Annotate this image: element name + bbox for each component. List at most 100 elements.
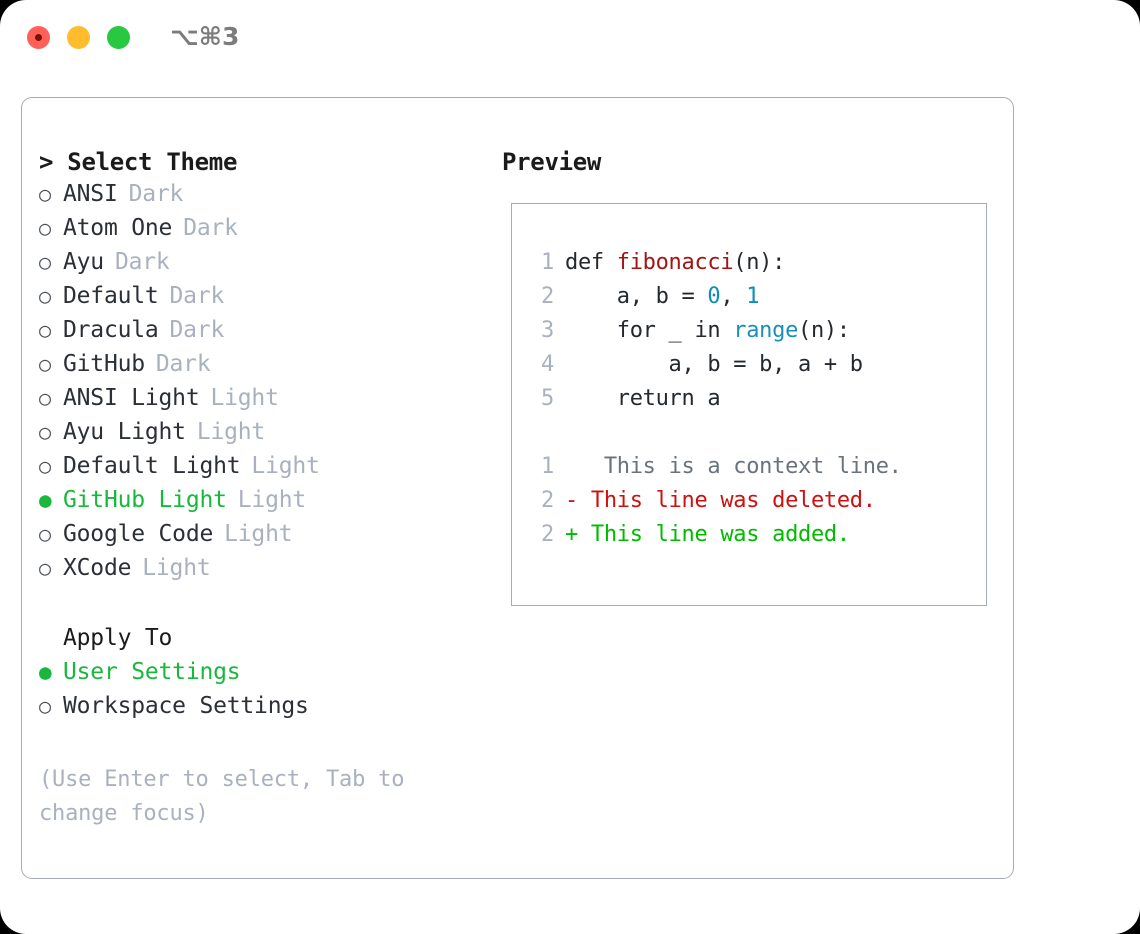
diff-line-number: 2 bbox=[541, 488, 554, 513]
diff-line: 2- This line was deleted. bbox=[526, 484, 902, 518]
code-token: (n): bbox=[798, 318, 850, 343]
line-number: 1 bbox=[541, 250, 554, 275]
theme-option-label: Default Light bbox=[63, 453, 241, 479]
diff-marker: + bbox=[565, 522, 578, 547]
code-token: (n): bbox=[733, 250, 786, 275]
keyboard-shortcut-label: ⌥⌘3 bbox=[170, 22, 240, 51]
theme-variant-tag: Light bbox=[210, 385, 279, 411]
theme-variant-tag: Dark bbox=[128, 181, 184, 207]
apply-to-option-label: Workspace Settings bbox=[63, 693, 309, 719]
theme-variant-tag: Light bbox=[237, 487, 307, 513]
theme-variant-tag: Dark bbox=[169, 317, 225, 343]
theme-option-item[interactable]: ○ Default Dark bbox=[39, 283, 499, 317]
theme-option-label: ANSI Light bbox=[63, 385, 200, 411]
theme-option-label: Dracula bbox=[63, 317, 159, 343]
code-line-content: a, b = 0, 1 bbox=[565, 280, 760, 314]
apply-to-label: Apply To bbox=[63, 625, 173, 651]
theme-option-label: GitHub Light bbox=[63, 487, 227, 513]
apply-to-option-list: ● User Settings ○Workspace Settings bbox=[39, 659, 499, 727]
radio-unselected-icon: ○ bbox=[39, 318, 51, 342]
diff-line-text: This is a context line. bbox=[577, 454, 902, 479]
window-controls bbox=[27, 26, 130, 49]
radio-unselected-icon: ○ bbox=[39, 556, 51, 580]
diff-line: 1 This is a context line. bbox=[526, 450, 902, 484]
diff-marker: - bbox=[565, 488, 578, 513]
theme-option-label: ANSI bbox=[63, 181, 118, 207]
minimize-window-icon[interactable] bbox=[67, 26, 90, 49]
radio-unselected-icon: ○ bbox=[39, 522, 51, 546]
code-token: def bbox=[565, 250, 617, 275]
theme-option-label: Google Code bbox=[63, 521, 214, 547]
theme-option-label: Atom One bbox=[63, 215, 173, 241]
radio-unselected-icon: ○ bbox=[39, 420, 51, 444]
zoom-window-icon[interactable] bbox=[107, 26, 130, 49]
code-line-content: return a bbox=[565, 382, 721, 416]
theme-option-label: Ayu Light bbox=[63, 419, 186, 445]
theme-variant-tag: Light bbox=[224, 521, 293, 547]
line-number: 2 bbox=[541, 284, 554, 309]
theme-option-label: XCode bbox=[63, 555, 132, 581]
code-token: for _ in bbox=[565, 318, 734, 343]
radio-selected-icon: ● bbox=[39, 488, 52, 512]
line-number: 3 bbox=[541, 318, 554, 343]
theme-option-item[interactable]: ○ Ayu Light Light bbox=[39, 419, 499, 453]
spacer bbox=[39, 589, 499, 625]
theme-option-label: GitHub bbox=[63, 351, 145, 377]
theme-variant-tag: Dark bbox=[169, 283, 225, 309]
theme-option-item[interactable]: ○ XCode Light bbox=[39, 555, 499, 589]
code-token: 0 bbox=[707, 284, 721, 309]
code-token: return a bbox=[565, 386, 721, 411]
radio-unselected-icon: ○ bbox=[39, 216, 51, 240]
apply-to-option-item[interactable]: ○Workspace Settings bbox=[39, 693, 499, 727]
diff-marker bbox=[565, 450, 578, 484]
preview-title: Preview bbox=[502, 148, 602, 176]
page-title: > Select Theme bbox=[39, 148, 238, 176]
radio-unselected-icon: ○ bbox=[39, 352, 51, 376]
code-token: fibonacci bbox=[616, 250, 734, 275]
code-token: , bbox=[720, 284, 747, 309]
theme-option-item[interactable]: ○ Atom One Dark bbox=[39, 215, 499, 249]
code-blank-line bbox=[526, 416, 902, 450]
theme-variant-tag: Dark bbox=[183, 215, 238, 241]
title-bar: ⌥⌘3 bbox=[0, 0, 1140, 76]
theme-variant-tag: Light bbox=[251, 453, 320, 479]
line-number: 5 bbox=[541, 386, 554, 411]
diff-line-text: This line was deleted. bbox=[577, 488, 876, 513]
theme-option-label: Ayu bbox=[63, 249, 104, 275]
code-token: a, b = b, a + b bbox=[565, 352, 864, 377]
diff-line: 2+ This line was added. bbox=[526, 518, 902, 552]
theme-option-item[interactable]: ○ GitHub Dark bbox=[39, 351, 499, 385]
theme-option-label: Default bbox=[63, 283, 159, 309]
apply-to-option-item[interactable]: ● User Settings bbox=[39, 659, 499, 693]
theme-option-item[interactable]: ● GitHub Light Light bbox=[39, 487, 499, 521]
code-token: a, b = bbox=[565, 284, 708, 309]
line-number: 4 bbox=[541, 352, 554, 377]
radio-unselected-icon: ○ bbox=[39, 284, 51, 308]
code-line: 5 return a bbox=[526, 382, 902, 416]
code-line: 4 a, b = b, a + b bbox=[526, 348, 902, 382]
diff-line-number: 1 bbox=[541, 454, 554, 479]
apply-to-option-label: User Settings bbox=[63, 659, 241, 685]
radio-selected-icon: ● bbox=[39, 660, 52, 684]
theme-option-item[interactable]: ○ Google Code Light bbox=[39, 521, 499, 555]
theme-variant-tag: Light bbox=[142, 555, 211, 581]
theme-variant-tag: Light bbox=[196, 419, 266, 445]
theme-variant-tag: Dark bbox=[155, 351, 211, 377]
radio-unselected-icon: ○ bbox=[39, 250, 51, 274]
theme-option-item[interactable]: ○ Dracula Dark bbox=[39, 317, 499, 351]
keyboard-hint: (Use Enter to select, Tab to change focu… bbox=[39, 767, 405, 826]
code-line-content: a, b = b, a + b bbox=[565, 348, 864, 382]
close-window-icon[interactable] bbox=[27, 26, 50, 49]
code-line-content: for _ in range(n): bbox=[565, 314, 850, 348]
code-line: 3 for _ in range(n): bbox=[526, 314, 902, 348]
